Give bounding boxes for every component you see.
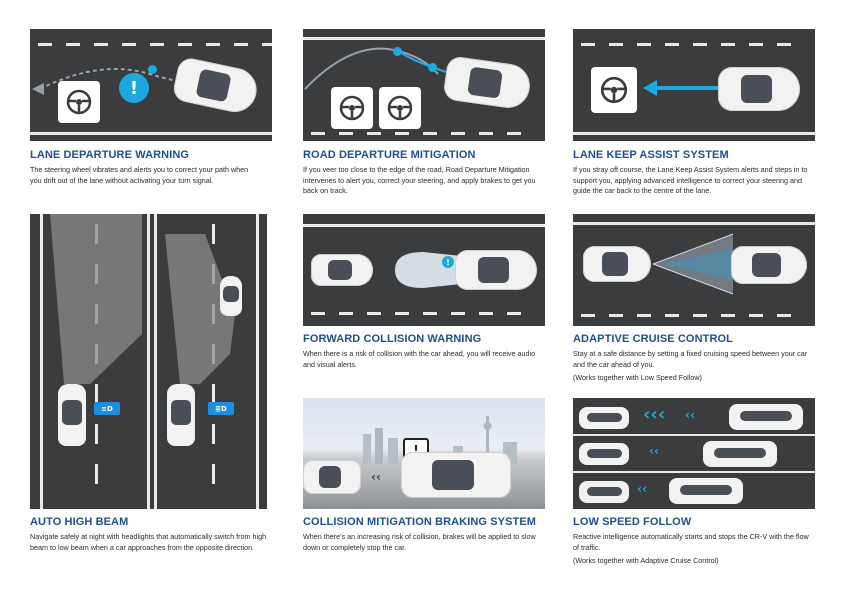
brake-arrows: ‹‹ — [371, 470, 381, 484]
description-note: (Works together with Adaptive Cruise Con… — [573, 556, 719, 566]
car — [718, 67, 800, 111]
forward-collision-warning-image: ! — [303, 214, 545, 326]
description-text: Reactive intelligence automatically star… — [573, 532, 809, 552]
feature-title: ROAD DEPARTURE MITIGATION — [303, 149, 476, 161]
feature-description: The steering wheel vibrates and alerts y… — [30, 165, 249, 185]
steering-wheel-icon — [331, 87, 373, 129]
road-departure-mitigation-image — [303, 29, 545, 141]
chevron-left-icon: ‹‹ — [637, 482, 647, 496]
car-ahead — [311, 254, 373, 286]
car — [401, 452, 511, 498]
description-text: Stay at a safe distance by setting a fix… — [573, 349, 808, 369]
car-ahead — [583, 246, 651, 282]
drift-path — [32, 68, 206, 95]
car-ahead — [579, 481, 629, 503]
car — [669, 478, 743, 504]
feature-title: AUTO HIGH BEAM — [30, 516, 129, 528]
feature-title: FORWARD COLLISION WARNING — [303, 333, 482, 345]
car — [167, 384, 195, 446]
car-ahead — [303, 460, 361, 494]
steering-wheel-icon — [591, 67, 637, 113]
feature-description: Stay at a safe distance by setting a fix… — [573, 349, 813, 384]
feature-title: LANE KEEP ASSIST SYSTEM — [573, 149, 729, 161]
car — [455, 250, 537, 290]
collision-mitigation-braking-image: ‹‹ ! — [303, 398, 545, 509]
feature-title: ADAPTIVE CRUISE CONTROL — [573, 333, 733, 345]
feature-description: Reactive intelligence automatically star… — [573, 532, 813, 567]
chevron-left-icon: ‹‹‹ — [643, 404, 666, 425]
auto-high-beam-image: ≡D ≣D — [30, 214, 267, 509]
feature-description: When there is a risk of collision with t… — [303, 349, 536, 369]
car — [703, 441, 777, 467]
chevron-left-icon: ‹‹ — [685, 408, 695, 422]
radar-beam — [652, 233, 734, 295]
brake-icon — [379, 87, 421, 129]
feature-title: COLLISION MITIGATION BRAKING SYSTEM — [303, 516, 537, 528]
high-beam-light — [50, 214, 235, 384]
feature-title: LANE DEPARTURE WARNING — [30, 149, 190, 161]
description-note: (Works together with Low Speed Follow) — [573, 373, 702, 383]
alert-icon: ! — [119, 73, 149, 103]
adaptive-cruise-control-image — [573, 214, 815, 326]
chevron-left-icon: ‹‹ — [649, 444, 659, 458]
car — [731, 246, 807, 284]
low-speed-follow-image: ‹‹‹ ‹‹ ‹‹ ‹‹ — [573, 398, 815, 509]
high-beam-icon: ≣D — [208, 402, 234, 415]
lane-keep-assist-image — [573, 29, 815, 141]
feature-title: LOW SPEED FOLLOW — [573, 516, 692, 528]
low-beam-icon: ≡D — [94, 402, 120, 415]
feature-description: If you stray off course, the Lane Keep A… — [573, 165, 808, 196]
arrow-left-icon — [643, 80, 721, 96]
car-ahead — [579, 407, 629, 429]
oncoming-car — [220, 276, 242, 316]
car-ahead — [579, 443, 629, 465]
feature-description: If you veer too close to the edge of the… — [303, 165, 536, 196]
feature-description: When there's an increasing risk of colli… — [303, 532, 536, 552]
car — [729, 404, 803, 430]
car — [58, 384, 86, 446]
feature-description: Navigate safely at night with headlights… — [30, 532, 267, 552]
lane-departure-warning-image: ! — [30, 29, 272, 141]
steering-wheel-icon — [58, 81, 100, 123]
alert-icon: ! — [442, 256, 454, 268]
